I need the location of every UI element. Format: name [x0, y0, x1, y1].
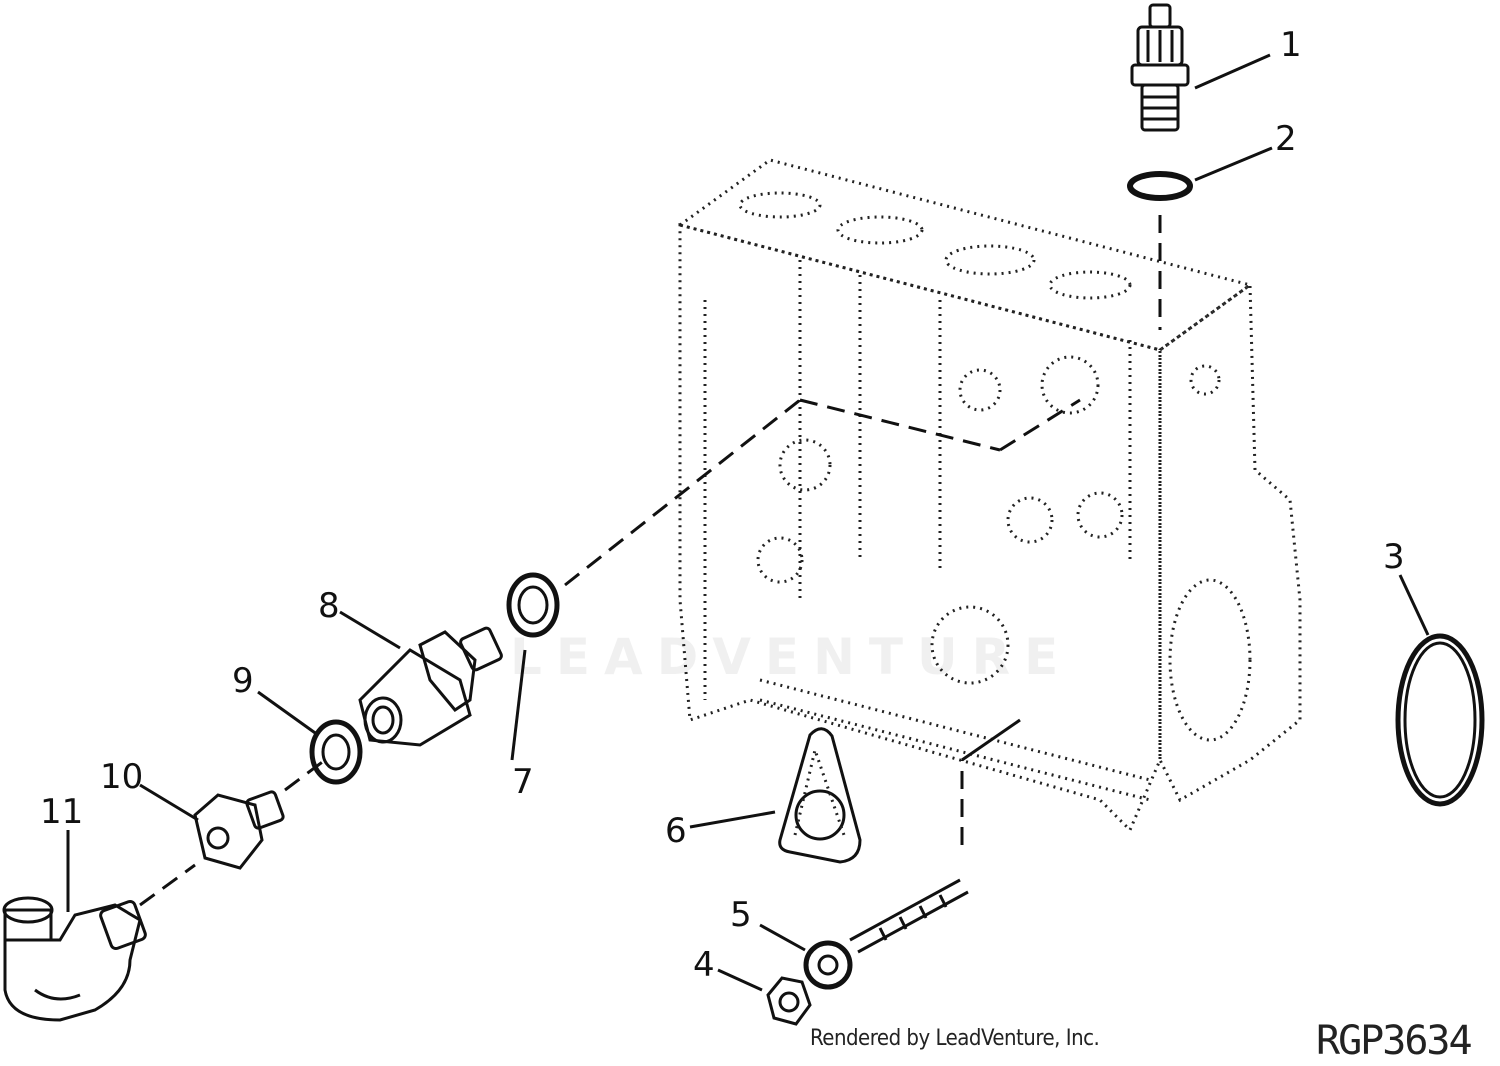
centerline-main-3: [999, 398, 1081, 452]
leader-10: [139, 783, 199, 822]
callout-3: 3: [1383, 537, 1405, 577]
part-7-washer: [506, 572, 560, 638]
part-5-lock-washer: [803, 940, 853, 990]
part-6-gasket: [778, 727, 862, 864]
leader-2: [1194, 146, 1273, 182]
part-4-nut: [766, 976, 812, 1026]
leader-1: [1194, 53, 1271, 90]
centerline-11: [139, 863, 196, 907]
callout-10: 10: [100, 757, 143, 797]
callout-4: 4: [693, 945, 715, 985]
callout-2: 2: [1275, 119, 1297, 159]
part-10-fitting: [193, 790, 285, 870]
watermark: LEADVENTURE: [510, 628, 1073, 686]
callout-8: 8: [318, 586, 340, 626]
callout-5: 5: [730, 895, 752, 935]
part-1-sender-fitting: [1130, 3, 1190, 132]
part-11-elbow: [2, 896, 147, 1022]
leader-5: [759, 923, 806, 952]
leader-8: [339, 610, 401, 650]
leader-7: [510, 649, 527, 761]
part-stud: [849, 878, 969, 954]
callout-1: 1: [1280, 25, 1302, 65]
part-9-washer: [309, 719, 363, 785]
centerline-stud-angle: [961, 718, 1021, 762]
callout-6: 6: [665, 811, 687, 851]
centerline-main: [564, 398, 801, 587]
callout-9: 9: [232, 661, 254, 701]
callout-11: 11: [40, 792, 83, 832]
centerline-10: [284, 758, 326, 792]
leader-9: [257, 690, 319, 737]
part-2-washer: [1127, 171, 1193, 201]
leader-4: [717, 968, 763, 992]
figure-code: RGP3634: [1316, 1018, 1473, 1064]
leader-3: [1398, 574, 1430, 636]
part-8-adapter: [358, 626, 503, 747]
callout-7: 7: [512, 762, 534, 802]
leader-6: [689, 810, 776, 829]
centerline-main-2: [799, 398, 1001, 452]
engine-block-outline: [676, 158, 1302, 833]
render-credit: Rendered by LeadVenture, Inc.: [810, 1026, 1100, 1051]
part-3-o-ring: [1395, 633, 1485, 807]
